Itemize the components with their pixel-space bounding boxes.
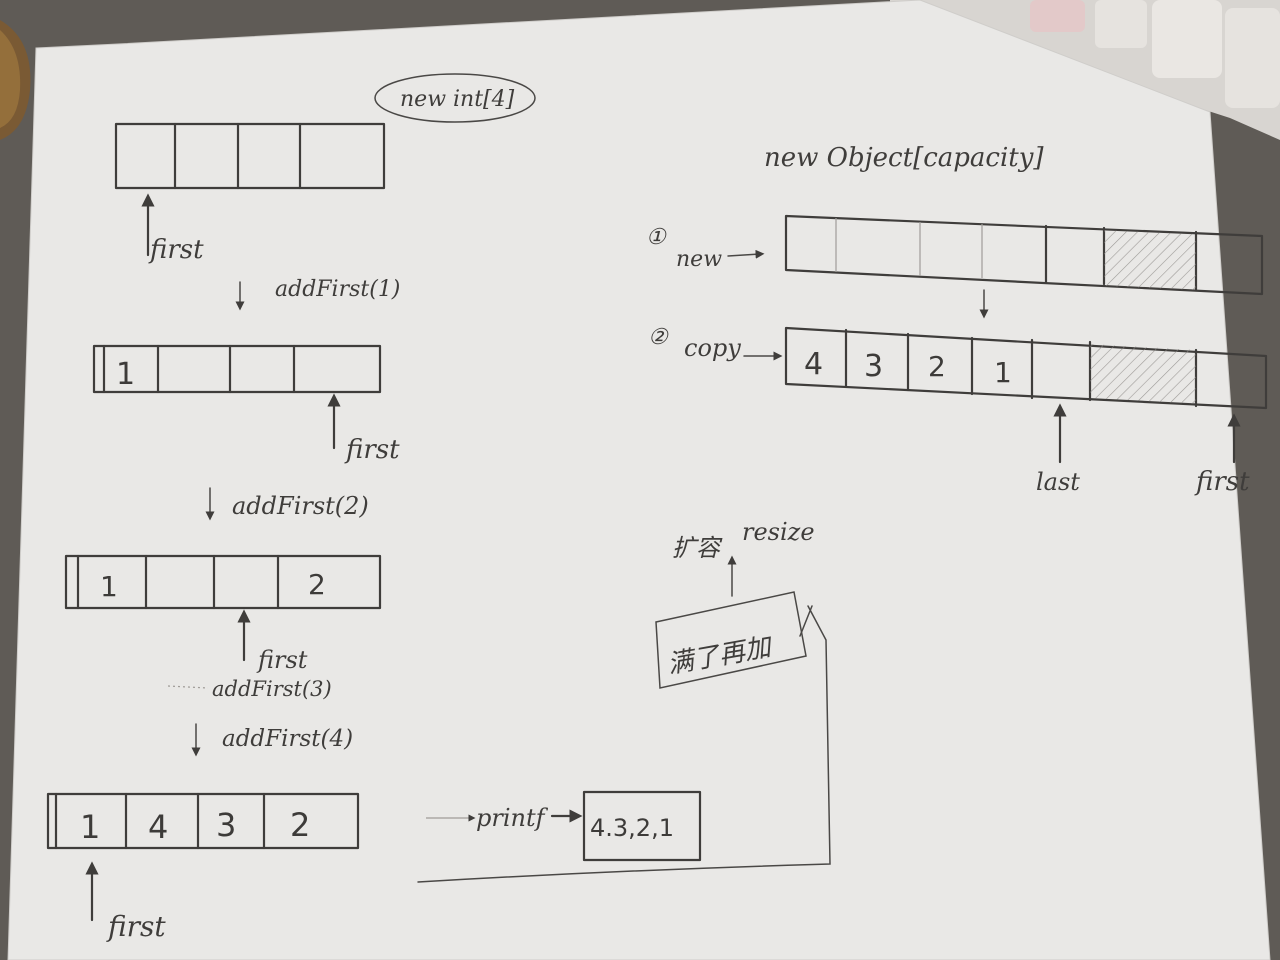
copy-cell-2: 2: [928, 350, 946, 383]
object-capacity-heading: new Object[capacity]: [764, 143, 1044, 173]
array2-cell-0: 1: [100, 570, 118, 603]
first-label-0: first: [148, 235, 204, 265]
op-add-first-2-text: addFirst(2): [232, 492, 369, 520]
op-add-first-1: addFirst(1): [235, 277, 400, 311]
first-label-right: first: [1194, 467, 1250, 497]
op-add-first-4: addFirst(4): [191, 723, 353, 757]
op-add-first-1-text: addFirst(1): [275, 277, 400, 302]
resize-label-cn: 扩容: [672, 534, 723, 562]
new-int-note-text: new int[4]: [400, 87, 515, 112]
op-add-first-3-text: addFirst(3): [212, 677, 332, 701]
array-empty: [114, 122, 386, 190]
first-pointer-2: first: [237, 609, 308, 674]
op-add-first-4-text: addFirst(4): [222, 726, 353, 752]
step1-label: new: [676, 247, 722, 272]
op-add-first-3: addFirst(3): [167, 677, 332, 701]
printf-output: 4.3,2,1: [590, 814, 674, 842]
array3-cell-1: 4: [148, 808, 168, 846]
new-int-note: new int[4]: [374, 73, 536, 123]
step1-number: ①: [646, 225, 667, 250]
copy-cell-1: 3: [864, 349, 883, 384]
array3-cell-3: 2: [290, 806, 310, 844]
printf-step: printf 4.3,2,1: [426, 790, 702, 862]
array-after-2: 1 2: [64, 554, 382, 610]
resize-label: 扩容 resize: [672, 518, 815, 597]
array2-cell-3: 2: [308, 568, 326, 601]
array-after-4: 1 4 3 2: [46, 792, 360, 850]
op-add-first-2: addFirst(2): [205, 487, 369, 521]
last-pointer: last: [1036, 403, 1080, 496]
copy-cell-0: 4: [804, 347, 823, 382]
first-pointer-1: first: [327, 393, 400, 465]
resize-label-en: resize: [742, 518, 815, 546]
last-label: last: [1036, 468, 1080, 496]
step2-label: copy: [684, 334, 741, 362]
step2-number: ②: [648, 325, 669, 350]
first-label-3: first: [106, 910, 166, 943]
array-after-1: 1: [92, 344, 382, 394]
array1-cell-0: 1: [116, 357, 135, 392]
first-label-2: first: [256, 646, 308, 674]
first-pointer-3: first: [85, 861, 166, 943]
first-pointer-0: first: [141, 193, 204, 265]
printf-label: printf: [476, 804, 549, 832]
copy-cell-3: 1: [994, 356, 1012, 389]
first-label-1: first: [344, 435, 400, 465]
paper-sheet: [8, 0, 1270, 960]
first-pointer-right: first: [1194, 413, 1250, 497]
array3-cell-0: 1: [80, 808, 100, 846]
step-copy: ② copy 4 3 2 1: [648, 325, 1268, 410]
step-new: ① new: [646, 214, 1264, 296]
array3-cell-2: 3: [216, 806, 236, 844]
cup: [0, 20, 31, 140]
